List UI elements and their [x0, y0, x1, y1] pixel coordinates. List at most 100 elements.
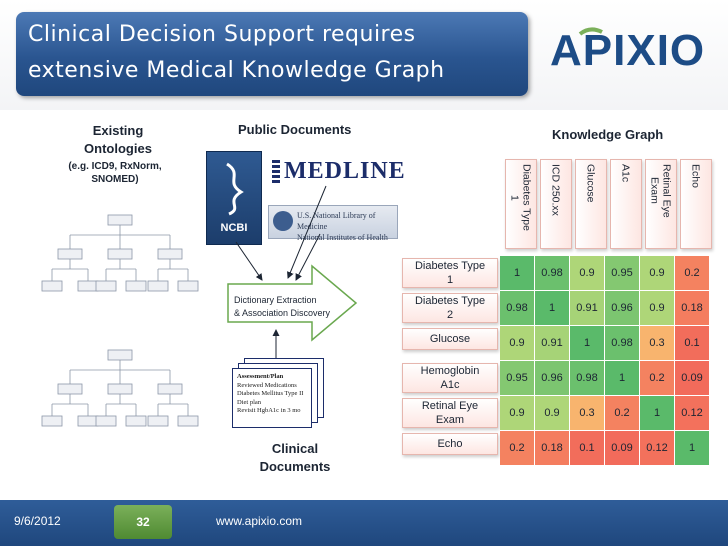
heatmap-cell: 0.9 — [570, 256, 604, 290]
ncbi-text: NCBI — [220, 222, 248, 234]
ncbi-logo: NCBI — [206, 151, 262, 245]
heatmap-cell: 0.91 — [535, 326, 569, 360]
knowledge-graph-row-label: Hemoglobin A1c — [402, 363, 498, 393]
heatmap-cell: 1 — [535, 291, 569, 325]
ontology-tree-image — [41, 349, 199, 427]
nlm-text-line-1: U.S. National Library of Medicine — [297, 211, 376, 231]
knowledge-graph-column-header: ICD 250.xx — [539, 159, 572, 249]
process-label: Dictionary Extraction & Association Disc… — [234, 294, 330, 320]
header: Clinical Decision Support requires exten… — [0, 0, 728, 110]
heatmap-cell: 1 — [500, 256, 534, 290]
footer: 9/6/2012 32 www.apixio.com — [0, 500, 728, 546]
title-box: Clinical Decision Support requires exten… — [16, 12, 528, 96]
ontologies-subtitle-line-1: (e.g. ICD9, RxNorm, — [68, 161, 162, 172]
heatmap-cell: 0.98 — [500, 291, 534, 325]
heatmap-cell: 0.9 — [500, 396, 534, 430]
heatmap-cell: 0.18 — [535, 431, 569, 465]
clinical-documents-title: Clinical Documents — [240, 440, 350, 476]
ontology-tree-image — [41, 214, 199, 292]
heatmap-cell: 0.1 — [570, 431, 604, 465]
knowledge-graph-column-header: Retinal Eye Exam — [644, 159, 677, 249]
page-number: 32 — [114, 505, 172, 539]
dna-icon — [226, 162, 244, 216]
knowledge-graph-column-header: Echo — [679, 159, 712, 249]
knowledge-graph-column-header: Diabetes Type 1 — [504, 159, 537, 249]
nlm-text-line-2: National Institutes of Health — [297, 233, 388, 242]
knowledge-graph-column-header: A1c — [609, 159, 642, 249]
document-page-front: Assessment/Plan Reviewed Medications Dia… — [232, 368, 312, 428]
heatmap-cell: 0.91 — [570, 291, 604, 325]
ontologies-subtitle-line-2: SNOMED) — [91, 174, 139, 185]
ontologies-title: Existing Ontologies — [58, 122, 178, 158]
logo-text: APIXIO — [550, 26, 706, 75]
clinical-documents-title-line-2: Documents — [259, 459, 331, 474]
heatmap-cell: 0.18 — [675, 291, 709, 325]
heatmap-cell: 0.9 — [500, 326, 534, 360]
logo-swoosh-icon — [578, 27, 603, 36]
heatmap-cell: 0.9 — [640, 291, 674, 325]
column-header-label: Retinal Eye Exam — [648, 164, 673, 218]
process-label-line-1: Dictionary Extraction — [234, 295, 317, 305]
nlm-text: U.S. National Library of Medicine Nation… — [297, 210, 397, 243]
medline-logo: MEDLINE — [272, 152, 405, 192]
column-header-label: A1c — [619, 164, 632, 183]
heatmap-cell: 1 — [605, 361, 639, 395]
heatmap-cell: 1 — [570, 326, 604, 360]
knowledge-graph-row-label: Diabetes Type 1 — [402, 258, 498, 288]
heatmap-cell: 0.2 — [500, 431, 534, 465]
heatmap-cell: 0.1 — [675, 326, 709, 360]
knowledge-graph-row-label: Retinal Eye Exam — [402, 398, 498, 428]
clinical-documents-title-line-1: Clinical — [271, 441, 319, 456]
heatmap-cell: 0.9 — [535, 396, 569, 430]
heatmap-cell: 0.12 — [640, 431, 674, 465]
knowledge-graph-row-label: Echo — [402, 433, 498, 455]
clinical-note-line: Revisit HgbA1c in 3 mo — [237, 407, 301, 414]
knowledge-graph-row-label: Diabetes Type 2 — [402, 293, 498, 323]
heatmap-cell: 0.98 — [605, 326, 639, 360]
clinical-note-line: Reviewed Medications — [237, 381, 297, 389]
clinical-note: Assessment/Plan Reviewed Medications Dia… — [237, 373, 303, 416]
ontologies-subtitle: (e.g. ICD9, RxNorm, SNOMED) — [55, 160, 175, 186]
column-header-label: ICD 250.xx — [549, 164, 562, 216]
process-label-line-2: & Association Discovery — [234, 308, 331, 318]
footer-url: www.apixio.com — [216, 514, 303, 528]
heatmap-cell: 0.9 — [640, 256, 674, 290]
column-header-label: Echo — [689, 164, 702, 188]
nlm-banner: U.S. National Library of Medicine Nation… — [268, 205, 398, 242]
heatmap-cell: 0.96 — [605, 291, 639, 325]
ontologies-title-line-2: Ontologies — [84, 141, 152, 156]
clinical-note-line: Diet plan — [237, 398, 262, 406]
column-header-label: Glucose — [584, 164, 597, 203]
slide-title-line-2: extensive Medical Knowledge Graph — [28, 58, 445, 83]
knowledge-graph-row-label: Glucose — [402, 328, 498, 350]
knowledge-graph-title: Knowledge Graph — [552, 127, 664, 142]
clinical-note-line: Diabetes Mellitus Type II — [237, 390, 304, 397]
medline-bar-icon — [272, 160, 280, 184]
ontologies-title-line-1: Existing — [92, 123, 144, 138]
medline-text: MEDLINE — [284, 158, 406, 184]
heatmap-cell: 1 — [675, 431, 709, 465]
heatmap-cell: 0.2 — [640, 361, 674, 395]
footer-date: 9/6/2012 — [14, 514, 61, 528]
arrow-ncbi — [235, 241, 263, 281]
column-header-label: Diabetes Type 1 — [508, 164, 533, 231]
nlm-seal-icon — [273, 211, 293, 231]
heatmap-cell: 0.3 — [570, 396, 604, 430]
heatmap-cell: 0.2 — [605, 396, 639, 430]
heatmap-cell: 0.09 — [675, 361, 709, 395]
heatmap-cell: 1 — [640, 396, 674, 430]
apixio-logo: APIXIO — [550, 24, 710, 82]
heatmap-cell: 0.96 — [535, 361, 569, 395]
slide-title-line-1: Clinical Decision Support requires — [28, 22, 416, 47]
public-documents-title: Public Documents — [238, 122, 352, 137]
heatmap-cell: 0.95 — [500, 361, 534, 395]
heatmap-cell: 0.98 — [570, 361, 604, 395]
heatmap-cell: 0.09 — [605, 431, 639, 465]
heatmap-cell: 0.12 — [675, 396, 709, 430]
heatmap-cell: 0.95 — [605, 256, 639, 290]
heatmap-cell: 0.2 — [675, 256, 709, 290]
knowledge-graph-column-header: Glucose — [574, 159, 607, 249]
clinical-note-heading: Assessment/Plan — [237, 373, 284, 380]
